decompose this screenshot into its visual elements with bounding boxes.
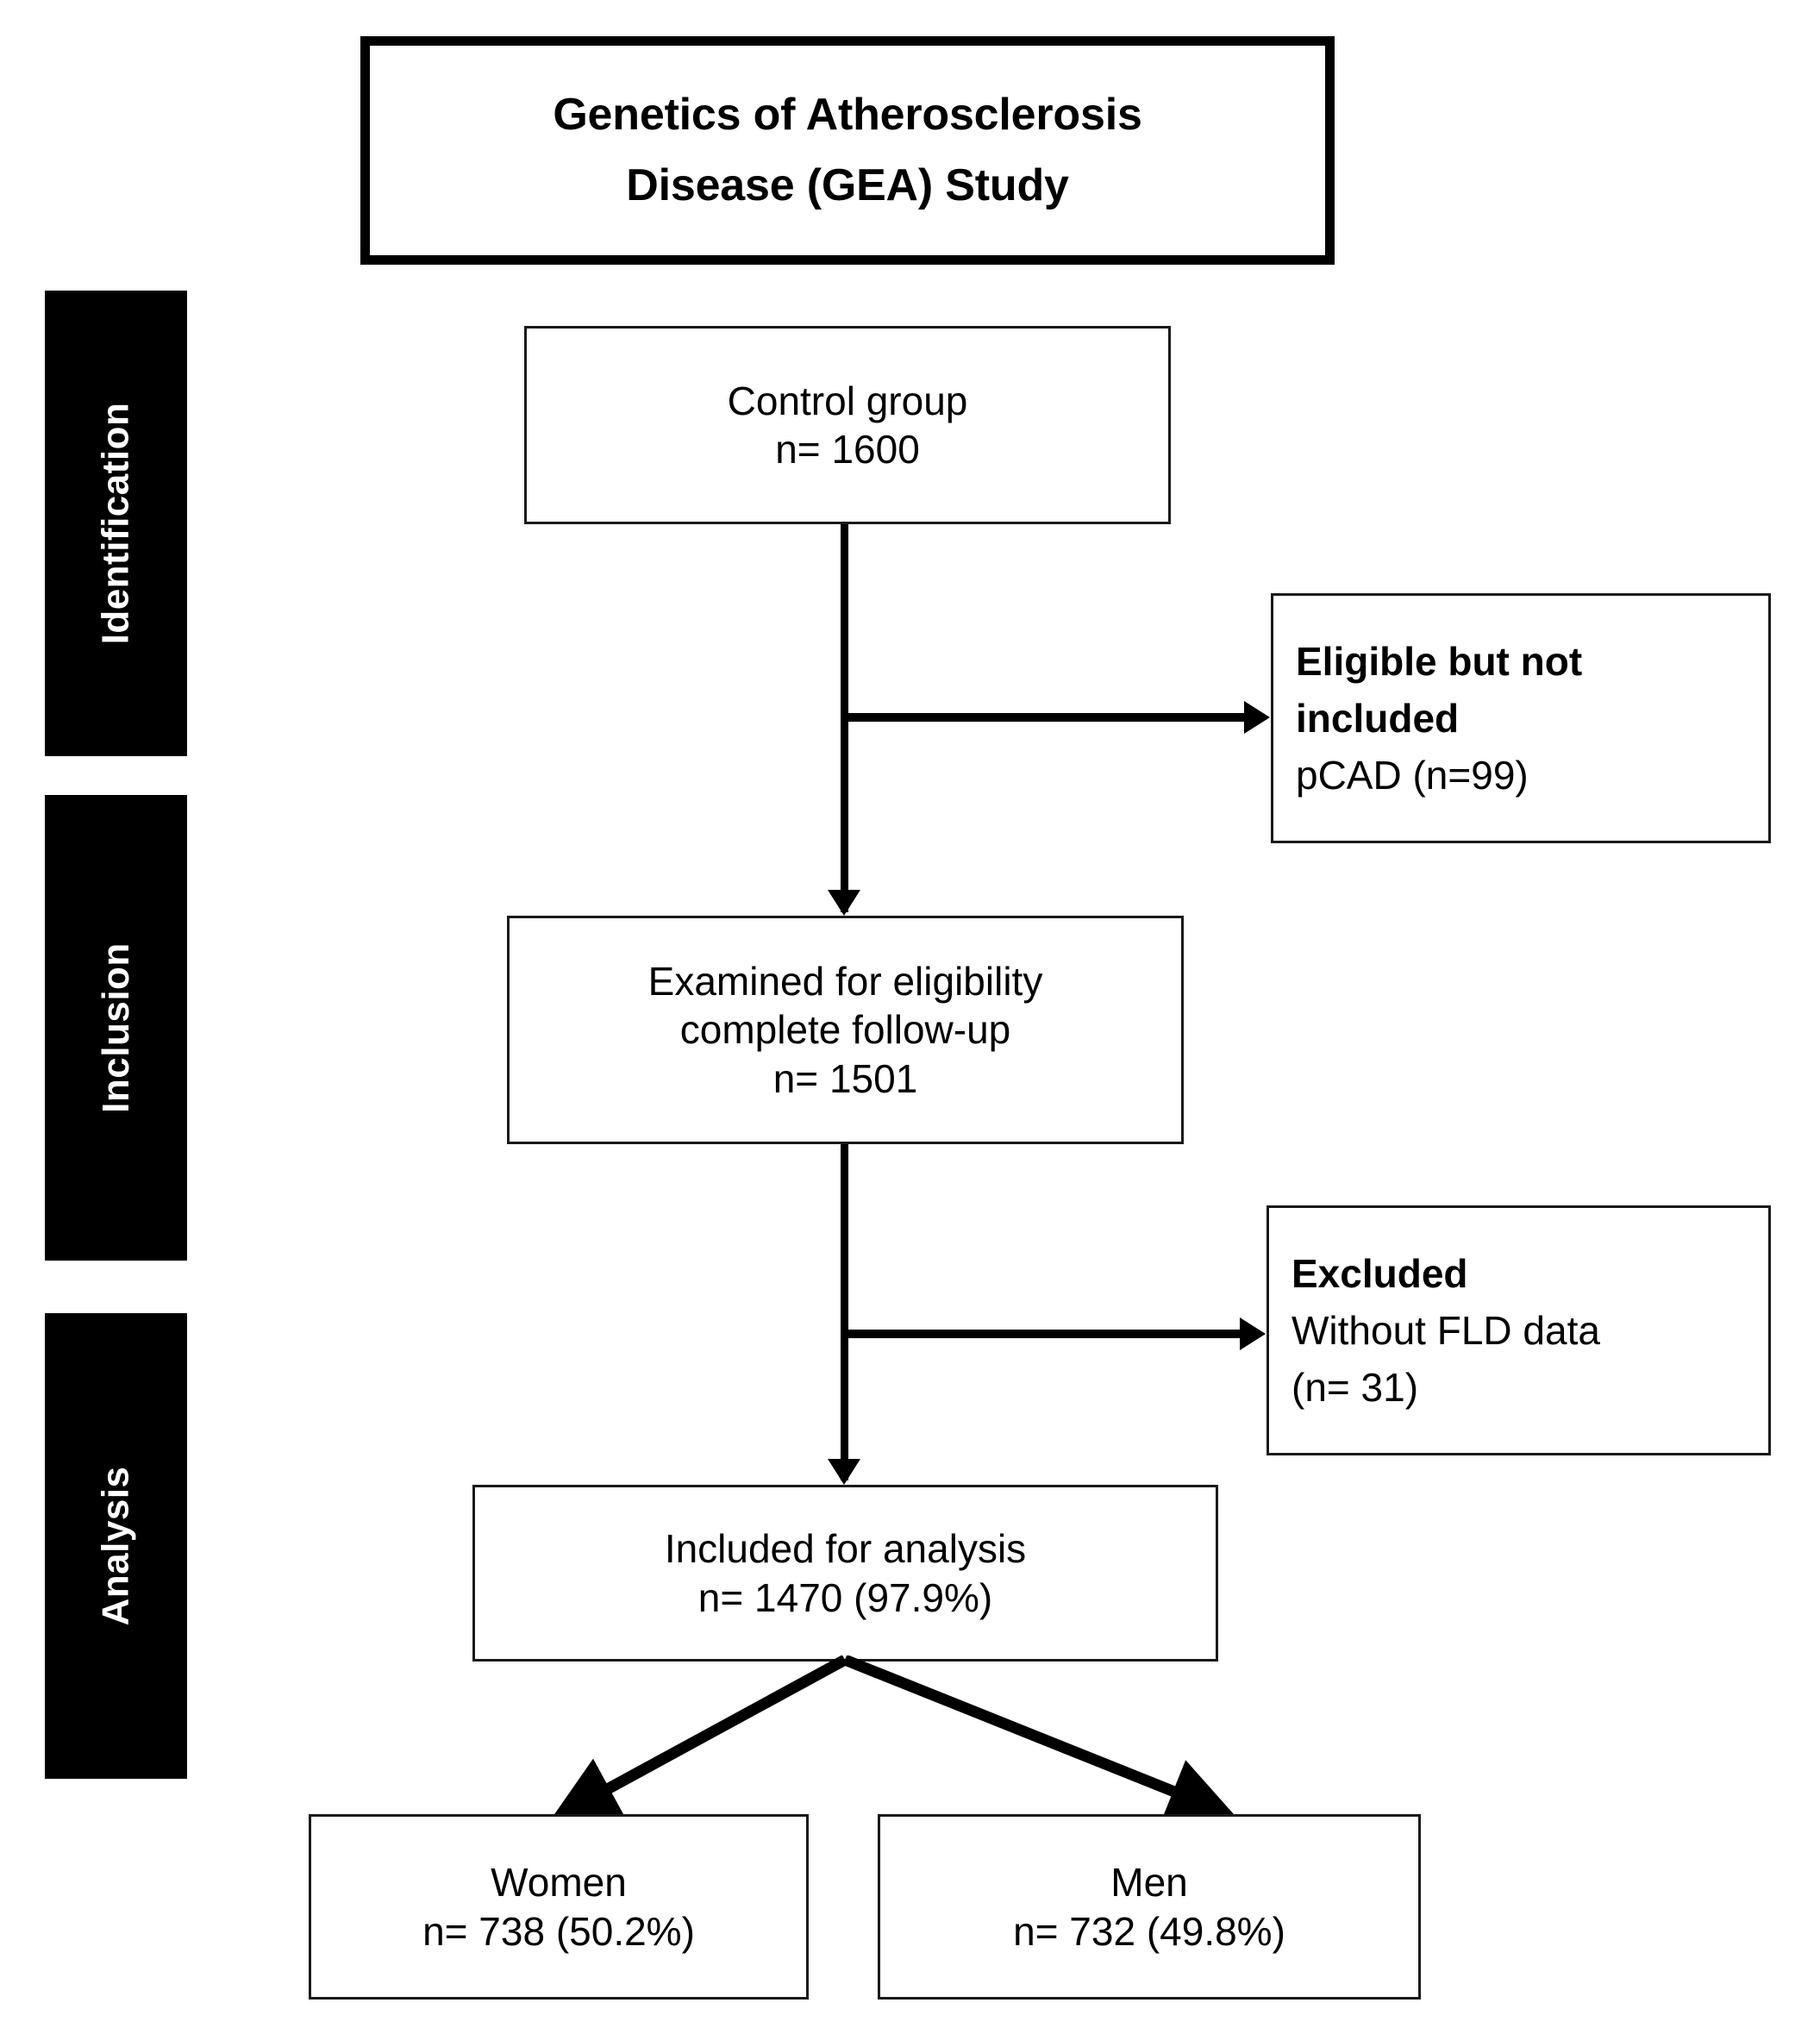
node-men: Men n= 732 (49.8%) (878, 1814, 1421, 2000)
study-title-box: Genetics of Atherosclerosis Disease (GEA… (360, 36, 1335, 265)
arrowhead-examined-to-excluded (1240, 1317, 1266, 1350)
arrowhead-control-to-examined (828, 890, 860, 916)
eligible-not-included-line-1: Eligible but not (1296, 638, 1583, 684)
eligible-not-included-line-2: included (1296, 695, 1460, 741)
excluded-count: (n= 31) (1292, 1365, 1419, 1411)
node-eligible-but-not-included: Eligible but not included pCAD (n=99) (1271, 593, 1771, 843)
examined-line-1: Examined for eligibility (647, 959, 1043, 1004)
stage-label-identification: Identification (94, 402, 137, 645)
connector-included-to-men (842, 1655, 1236, 1823)
connector-included-to-women (550, 1655, 848, 1821)
connector-control-to-eligible (841, 713, 1250, 722)
node-examined-for-eligibility: Examined for eligibility complete follow… (507, 916, 1184, 1144)
arrowhead-examined-to-included (828, 1459, 860, 1485)
study-title-line-1: Genetics of Atherosclerosis (553, 90, 1142, 141)
split-connectors (550, 1655, 1236, 1823)
arrowhead-control-to-eligible (1244, 701, 1270, 734)
excluded-reason: Without FLD data (1292, 1307, 1600, 1353)
stage-label-analysis: Analysis (94, 1466, 137, 1626)
women-count: n= 738 (50.2%) (422, 1908, 695, 1954)
stage-label-inclusion: Inclusion (94, 942, 137, 1113)
excluded-title: Excluded (1292, 1250, 1468, 1296)
node-women: Women n= 738 (50.2%) (309, 1814, 809, 2000)
included-label: Included for analysis (664, 1526, 1027, 1572)
control-group-label: Control group (727, 378, 968, 423)
included-count: n= 1470 (97.9%) (697, 1574, 993, 1620)
control-group-count: n= 1600 (775, 427, 920, 472)
node-included-for-analysis: Included for analysis n= 1470 (97.9%) (472, 1485, 1218, 1662)
examined-count: n= 1501 (772, 1055, 918, 1101)
stage-bar-inclusion: Inclusion (45, 795, 187, 1261)
node-control-group: Control group n= 1600 (524, 326, 1171, 524)
stage-bar-analysis: Analysis (45, 1313, 187, 1779)
study-title-line-2: Disease (GEA) Study (626, 160, 1069, 210)
node-excluded: Excluded Without FLD data (n= 31) (1266, 1205, 1771, 1455)
men-count: n= 732 (49.8%) (1013, 1908, 1285, 1954)
connector-examined-to-excluded (841, 1330, 1246, 1338)
eligible-not-included-count: pCAD (n=99) (1296, 753, 1529, 798)
women-label: Women (491, 1860, 627, 1906)
examined-line-2: complete follow-up (679, 1007, 1011, 1053)
stage-bar-identification: Identification (45, 291, 187, 756)
men-label: Men (1110, 1860, 1188, 1906)
connector-examined-to-included (841, 1144, 848, 1480)
